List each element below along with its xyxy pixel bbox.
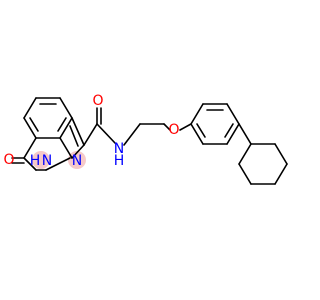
carbonyl-oxygen-label: O — [92, 93, 103, 109]
ring-n-upper-halo — [68, 151, 86, 169]
ring-nitrogen-upper-label: N — [72, 153, 82, 169]
amide-hydrogen-label: H — [114, 153, 125, 169]
pyridazinone-ring — [23, 117, 85, 171]
molecule-canvas: O N H O N N H O — [3, 93, 288, 185]
carboxamide-group — [83, 107, 116, 146]
ring-nitrogen-lower-hydrogen-label: H — [30, 153, 41, 169]
ring-nitrogen-lower-label: N — [42, 153, 52, 169]
benzene-ring — [23, 97, 73, 139]
amide-nitrogen-label: N — [114, 141, 124, 157]
phenyl-ring — [190, 103, 240, 145]
ring-n-lower-halo — [32, 151, 50, 169]
chemical-structure: O N H O N N H O — [3, 93, 288, 185]
lactam-carbonyl — [11, 157, 25, 164]
cyclohexyl-ring — [238, 123, 288, 185]
lactam-oxygen-label: O — [3, 152, 14, 168]
ether-oxygen-label: O — [168, 122, 179, 138]
ethoxy-linker — [123, 123, 192, 146]
